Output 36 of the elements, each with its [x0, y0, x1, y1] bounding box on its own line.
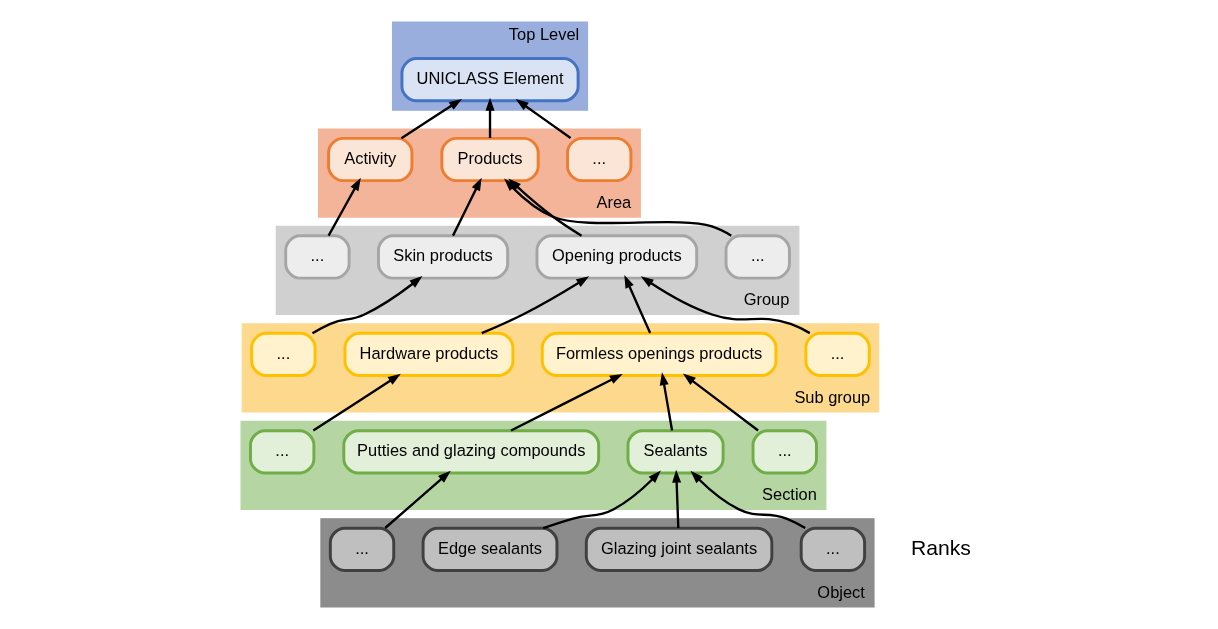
node-box: Products [439, 136, 540, 183]
arrow [542, 470, 661, 530]
node-box: ... [328, 526, 395, 572]
node-box: ... [249, 331, 317, 378]
node-box: ... [751, 429, 818, 475]
node-box: ... [724, 234, 791, 280]
arrow [383, 470, 451, 529]
node-box: ... [248, 429, 315, 475]
arrow [451, 177, 482, 237]
arrow [312, 373, 401, 432]
node-box: UNICLASS Element [400, 57, 580, 103]
arrow [510, 373, 623, 432]
node-box: Edge sealants [421, 526, 558, 572]
arrow [671, 469, 681, 529]
arrow [327, 177, 361, 237]
arrow [623, 275, 651, 334]
arrow [485, 97, 495, 138]
node-box: Skin products [376, 234, 509, 280]
node-box: Opening products [535, 234, 698, 280]
label: Ranks [910, 535, 971, 559]
node-box: Activity [326, 136, 413, 183]
node-box: Sealants [626, 429, 725, 475]
node-box: ... [803, 331, 871, 378]
arrow [689, 470, 806, 530]
arrow [311, 276, 422, 335]
node-box: Glazing joint sealants [584, 526, 773, 572]
node-box: ... [283, 234, 351, 280]
arrow [640, 276, 810, 335]
arrow [480, 276, 589, 335]
node-box: Hardware products [343, 331, 514, 378]
arrow [400, 98, 462, 140]
node-box: Putties and glazing compounds [341, 429, 600, 475]
node-box: ... [565, 136, 632, 183]
node-box: Formless openings products [540, 331, 777, 378]
arrow [659, 372, 673, 431]
node-box: ... [799, 526, 866, 572]
